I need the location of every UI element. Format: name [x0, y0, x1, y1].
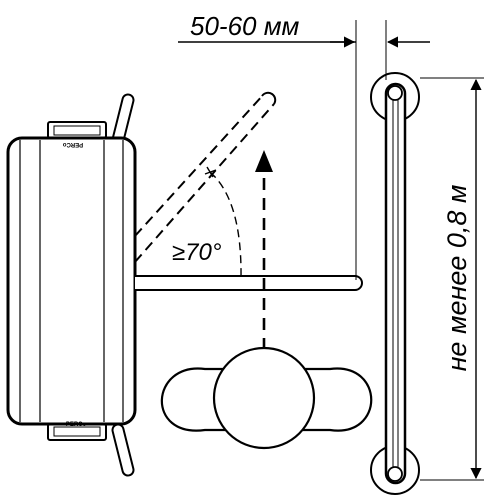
turnstile-body	[6, 136, 137, 426]
top-badge: PERCo	[63, 141, 84, 147]
person-top-view	[160, 346, 373, 450]
gap-dimension-label: 50-60 мм	[190, 11, 300, 41]
handrail	[370, 72, 420, 495]
gap-dimension	[178, 20, 430, 280]
bottom-badge: PERCo	[66, 422, 87, 428]
angle-label: ≥70°	[172, 239, 222, 266]
angle-arc	[204, 166, 242, 279]
direction-arrow	[255, 150, 273, 350]
barrier-arm-open	[134, 91, 277, 263]
barrier-arm	[135, 275, 363, 291]
height-dimension-label: не менее 0,8 м	[442, 185, 472, 372]
support-rods	[111, 93, 135, 477]
height-dimension	[420, 77, 484, 481]
